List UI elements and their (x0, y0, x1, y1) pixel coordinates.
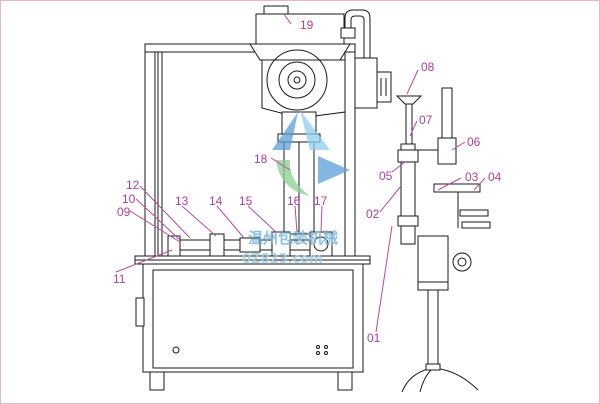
label-04: 04 (488, 170, 502, 184)
label-07: 07 (419, 113, 433, 127)
rotary-drum (261, 49, 346, 143)
base-cabinet (135, 263, 364, 391)
label-14: 14 (209, 194, 223, 208)
label-08: 08 (421, 60, 435, 74)
label-10: 10 (122, 192, 136, 206)
label-12: 12 (126, 178, 140, 192)
vertical-column (283, 141, 315, 235)
label-15: 15 (239, 194, 253, 208)
label-16: 16 (287, 194, 301, 208)
label-19: 19 (300, 18, 314, 32)
watermark-logo (272, 110, 350, 196)
label-13: 13 (175, 194, 189, 208)
label-05: 05 (379, 169, 393, 183)
label-11: 11 (113, 272, 126, 286)
label-06: 06 (467, 135, 481, 149)
conveyor-shaft (167, 231, 333, 257)
side-motor (340, 9, 392, 109)
label-02: 02 (366, 207, 380, 221)
label-09: 09 (117, 205, 131, 219)
top-hopper (249, 5, 351, 61)
filling-stand (395, 87, 491, 393)
label-01: 01 (367, 331, 381, 345)
label-18: 18 (254, 152, 268, 166)
watermark-site: 0Z823.com (242, 252, 323, 267)
part-labels: 01 02 03 04 05 06 07 08 09 10 11 12 13 1… (113, 18, 502, 345)
leader-lines (115, 13, 486, 333)
label-03: 03 (465, 170, 479, 184)
label-17: 17 (314, 194, 328, 208)
watermark-text: 温州包装机械 (248, 229, 338, 247)
